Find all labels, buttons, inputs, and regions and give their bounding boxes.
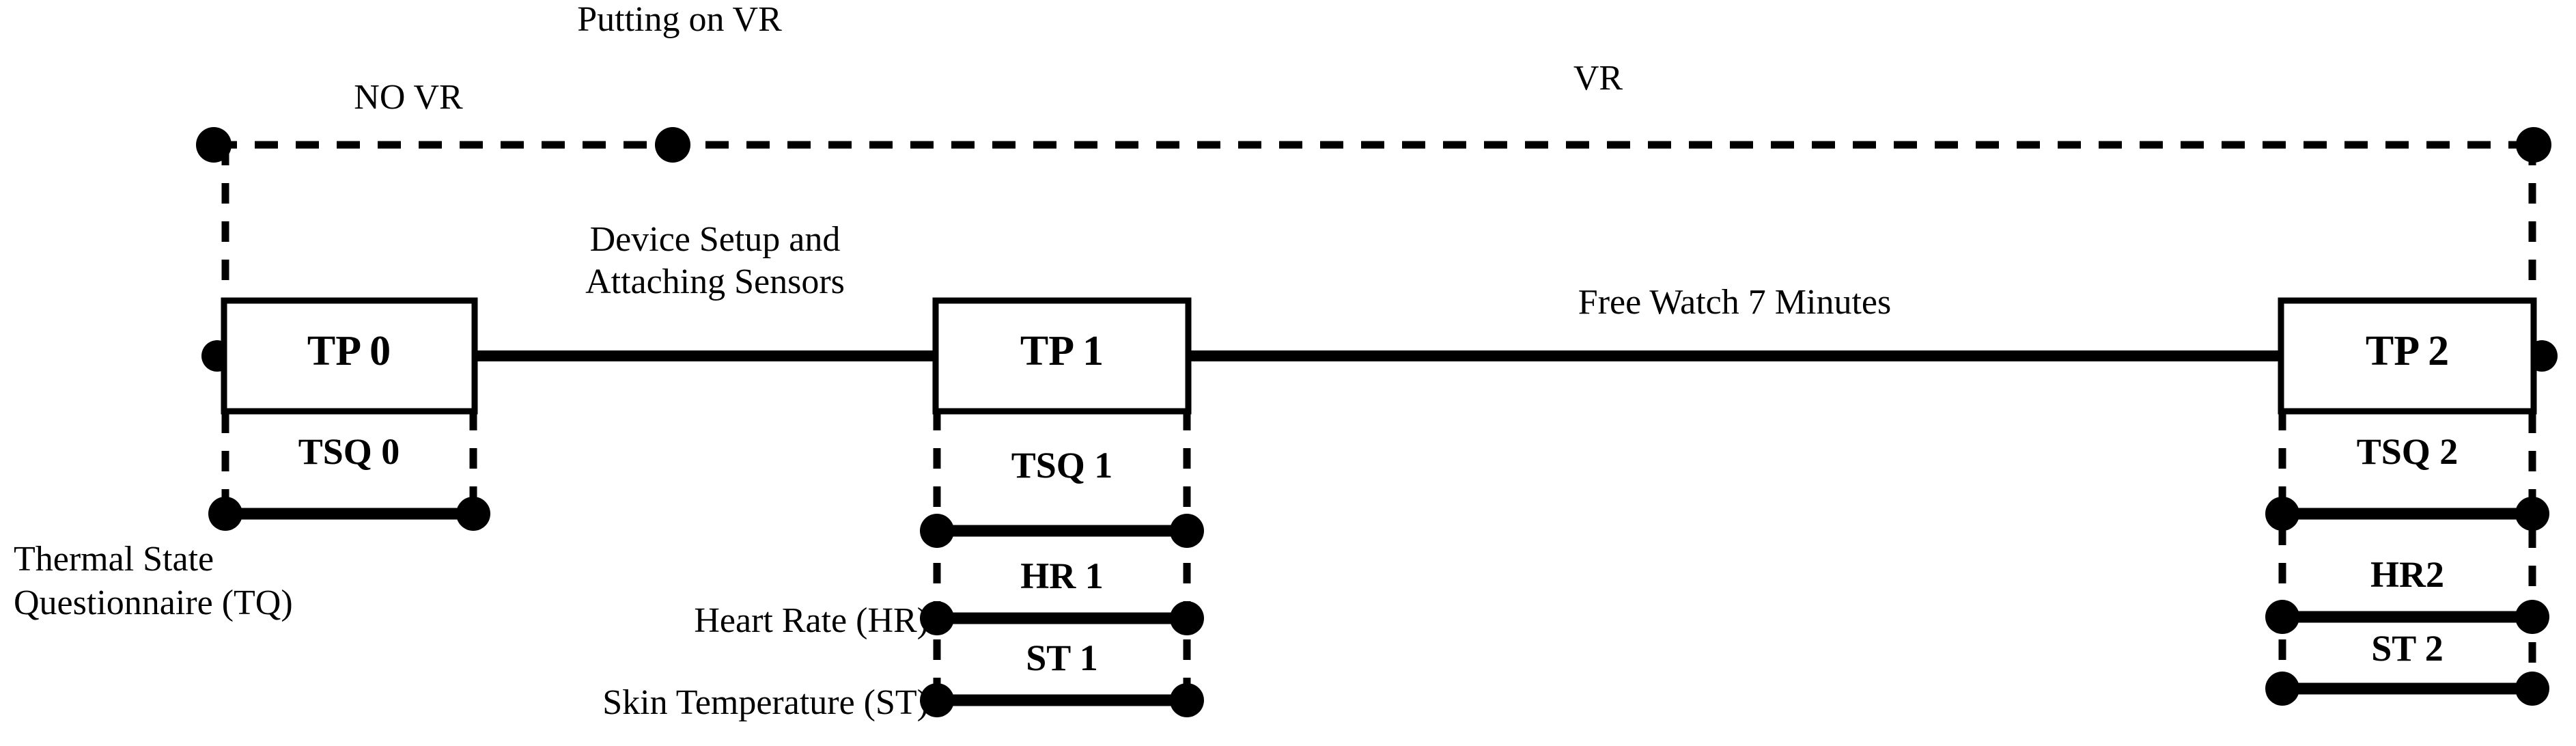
segment-label-device-setup-line2: Attaching Sensors <box>585 262 845 301</box>
phase-label-no-vr: NO VR <box>354 78 463 117</box>
phase-rail <box>196 127 2551 163</box>
measure-dot-tsq2-start <box>2265 497 2299 531</box>
measure-dot-st2-start <box>2265 672 2299 706</box>
timepoint-boxes <box>221 297 2537 415</box>
legend-label-tq-line2: Questionnaire (TQ) <box>14 583 293 622</box>
measurement-label-tsq1: TSQ 1 <box>1011 445 1113 486</box>
timepoint-label-tp1: TP 1 <box>1020 328 1104 374</box>
measurement-label-tsq0: TSQ 0 <box>298 431 400 472</box>
legend-label-tq-line1: Thermal State <box>14 540 214 579</box>
measure-dot-st1-start <box>920 683 954 717</box>
measure-dot-hr1-end <box>1170 601 1204 635</box>
timepoint-box-tp2[interactable] <box>2278 297 2537 415</box>
measure-dot-tsq1-end <box>1170 514 1204 548</box>
measure-dot-st2-end <box>2515 672 2549 706</box>
measure-dot-st1-end <box>1170 683 1204 717</box>
measure-dot-tsq0-start <box>208 497 242 531</box>
timepoint-label-tp0: TP 0 <box>307 328 391 374</box>
measure-dot-hr2-start <box>2265 600 2299 634</box>
measurement-label-hr2: HR2 <box>2370 554 2444 595</box>
timepoint-label-tp2: TP 2 <box>2365 328 2450 374</box>
segment-label-free-watch: Free Watch 7 Minutes <box>1578 283 1892 322</box>
measurement-label-tsq2: TSQ 2 <box>2356 431 2459 472</box>
timepoint-box-tp1[interactable] <box>932 297 1192 415</box>
drop-lines <box>221 145 2536 704</box>
legend-label-hr: Heart Rate (HR) <box>694 601 929 640</box>
measurement-label-st1: ST 1 <box>1026 637 1098 678</box>
segment-label-device-setup-line1: Device Setup and <box>589 220 841 259</box>
measure-dot-tsq1-start <box>920 514 954 548</box>
phase-label-vr: VR <box>1573 59 1623 98</box>
measurement-label-st2: ST 2 <box>2371 628 2444 669</box>
measurement-bars <box>208 497 2549 717</box>
measure-dot-tsq0-end <box>456 497 490 531</box>
legend-label-st: Skin Temperature (ST) <box>602 683 929 722</box>
timeline-connectors <box>201 340 2558 372</box>
timepoint-box-tp0[interactable] <box>221 297 478 415</box>
phase-node-mid-dot <box>655 127 690 163</box>
measure-dot-hr2-end <box>2515 600 2549 634</box>
phase-label-putting-on-vr: Putting on VR <box>577 0 782 39</box>
measure-dot-tsq2-end <box>2515 497 2549 531</box>
measurement-label-hr1: HR 1 <box>1020 555 1104 596</box>
measure-dot-hr1-start <box>920 601 954 635</box>
